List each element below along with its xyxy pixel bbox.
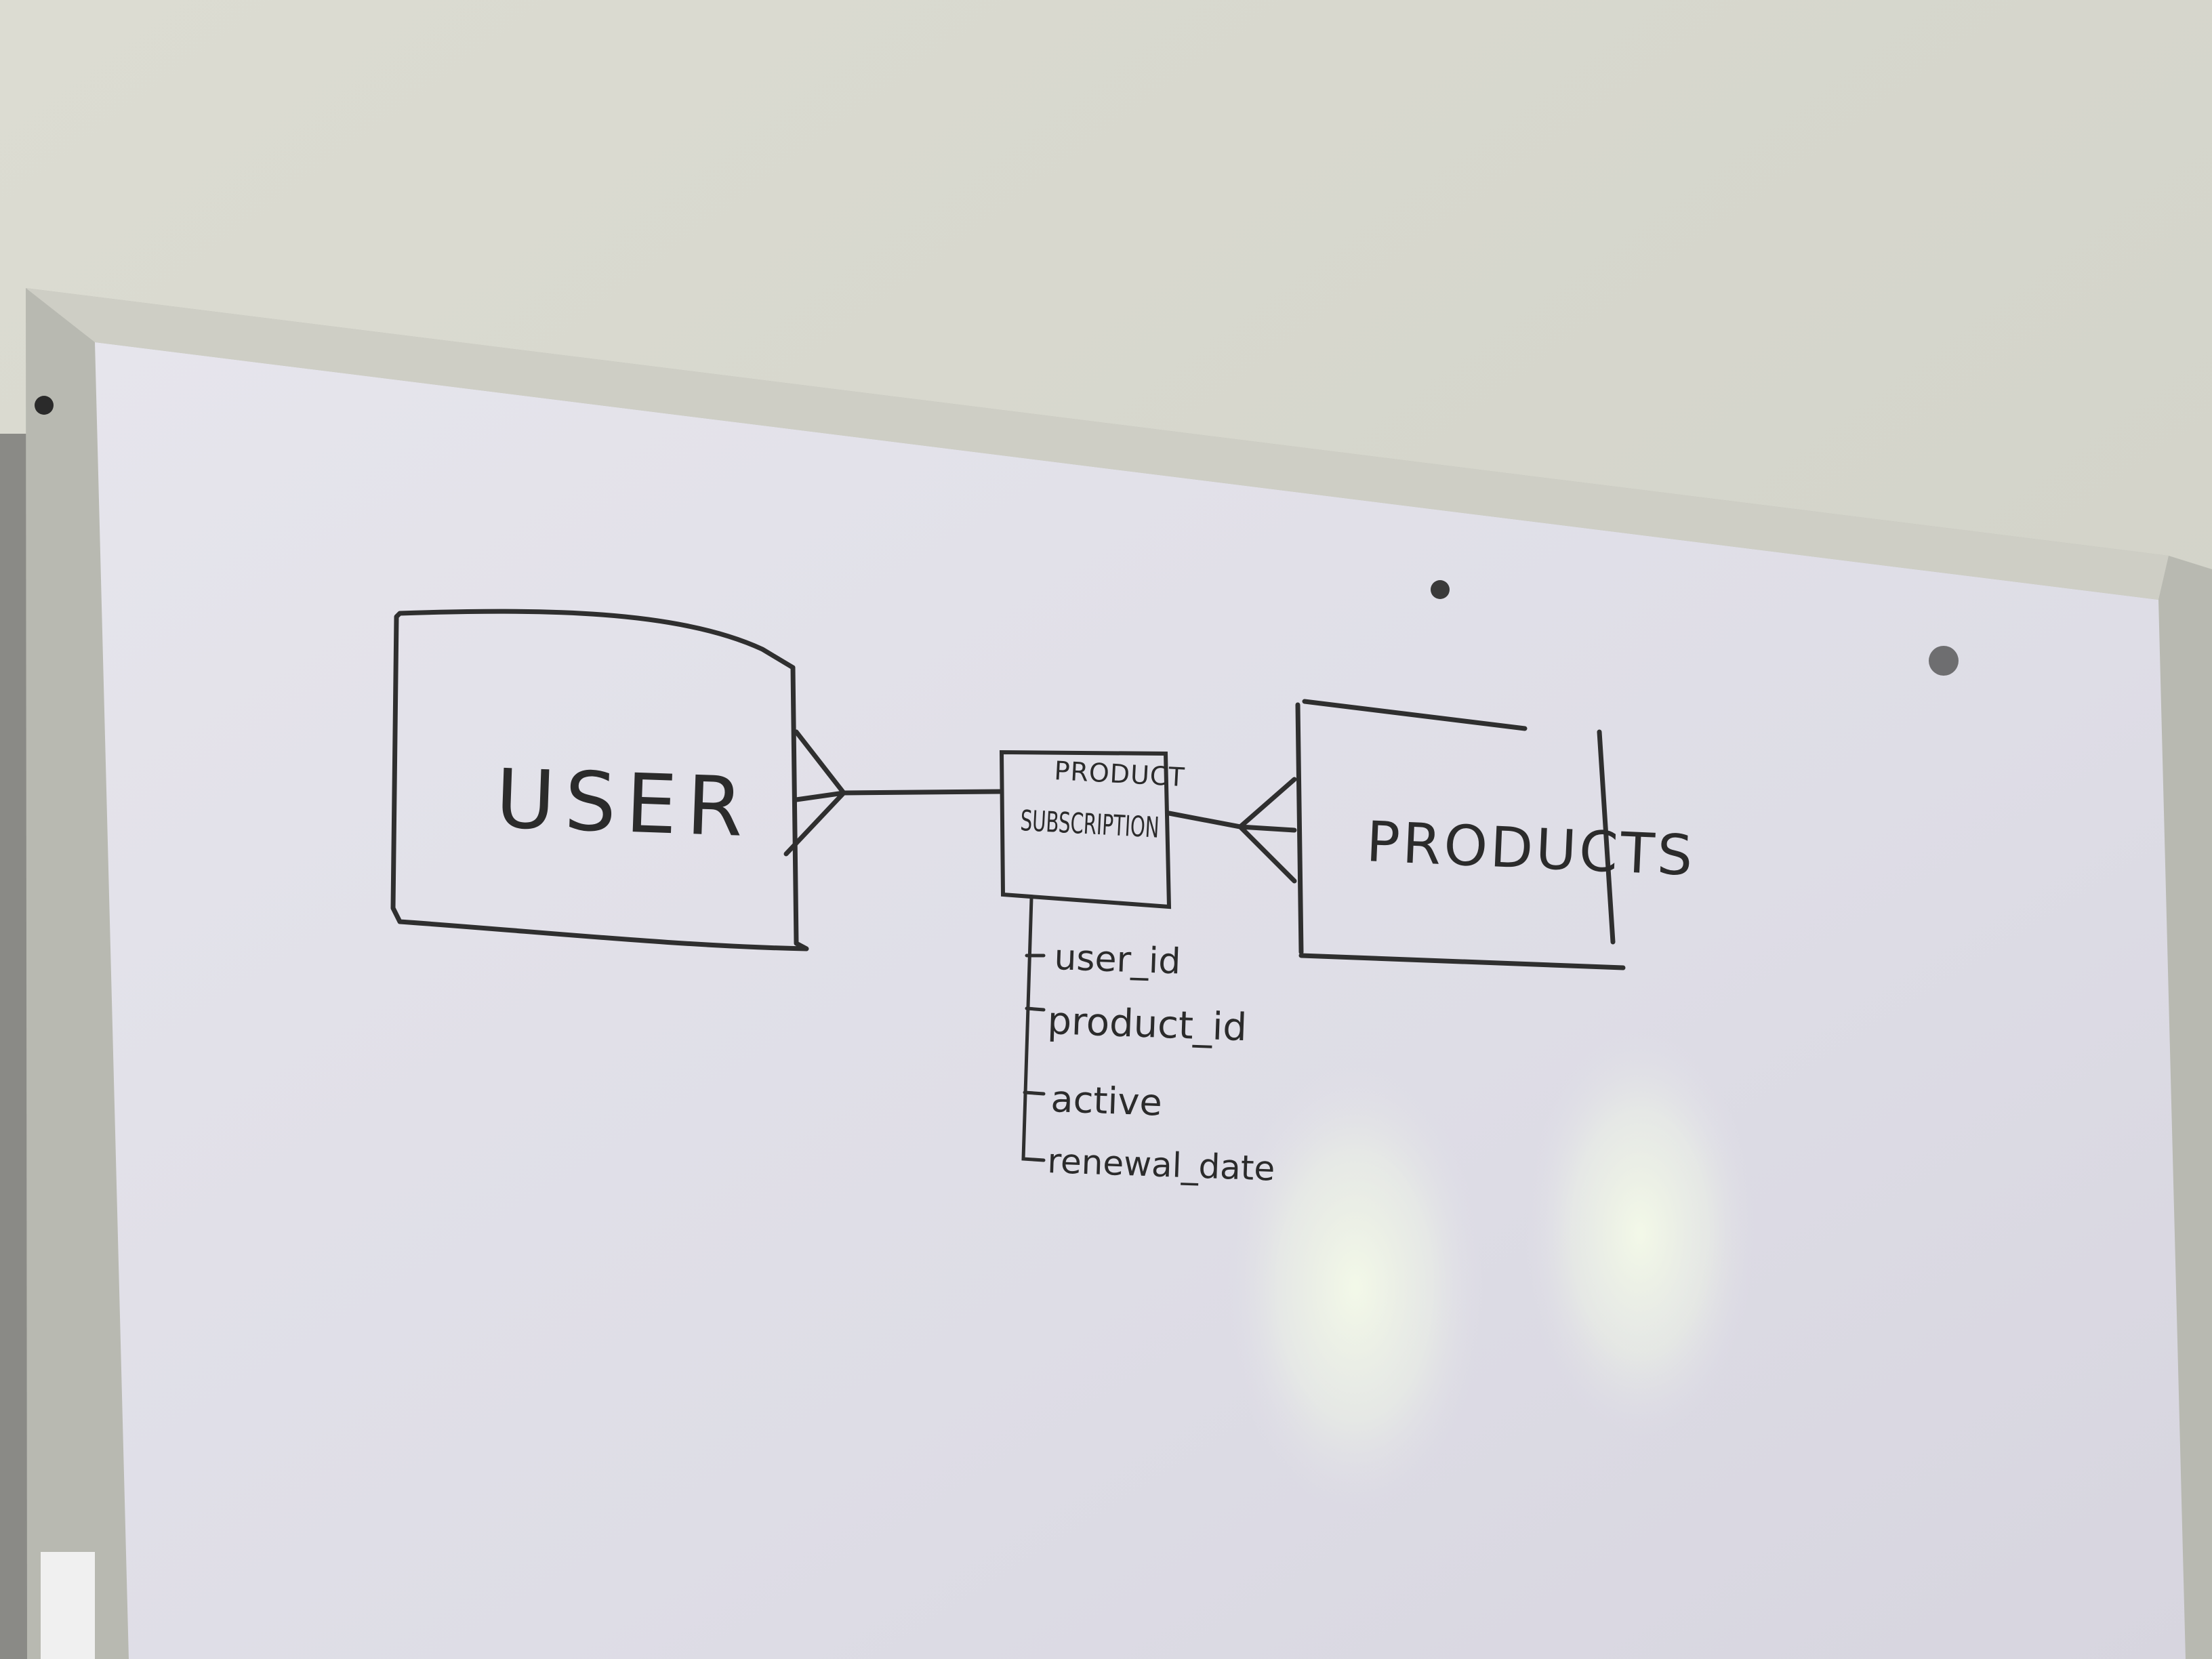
crows-foot-products (1166, 777, 1297, 884)
products-entity-box (1295, 699, 1626, 970)
field-list-bracket (1021, 896, 1046, 1162)
field-product-id: product_id (1047, 999, 1248, 1050)
field-active: active (1050, 1078, 1163, 1124)
frame-top-rail (26, 288, 2169, 600)
field-renewal-date: renewal_date (1047, 1141, 1276, 1189)
field-user-id: user_id (1054, 937, 1182, 982)
window-glare-left (1227, 1064, 1484, 1511)
window-glare-right (1525, 1030, 1755, 1437)
crows-foot-user (783, 729, 1002, 857)
magnet-dot (1929, 646, 1959, 676)
junction-entity-box (999, 750, 1172, 909)
magnet-dot (35, 396, 54, 415)
magnet-dot (1431, 580, 1450, 599)
junction-label-top: PRODUCT (1054, 756, 1186, 792)
user-entity-label: USER (494, 752, 754, 855)
junction-label-main: SUBSCRIPTION (1019, 804, 1160, 844)
products-entity-label: PRODUCTS (1365, 810, 1696, 888)
bottom-left-object (41, 1552, 95, 1659)
user-entity-box (390, 609, 809, 951)
